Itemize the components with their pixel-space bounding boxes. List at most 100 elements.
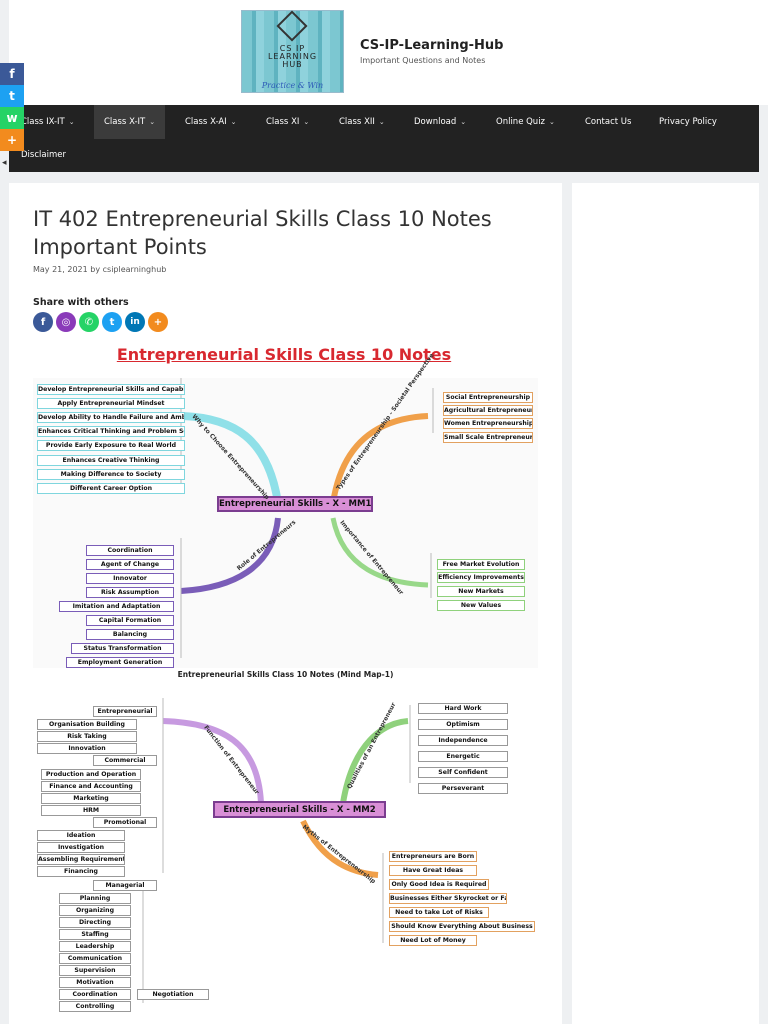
logo-text: CS IP LEARNING HUB (242, 45, 343, 69)
logo-line-2: LEARNING (267, 52, 318, 61)
why-item-4: Enhances Critical Thinking and Problem S… (37, 426, 185, 437)
facebook-icon: f (9, 67, 15, 81)
nav-item-privacy-policy[interactable]: Privacy Policy (649, 105, 727, 139)
promotional-item-4: Financing (37, 866, 125, 877)
qualities-item-1: Hard Work (418, 703, 508, 714)
why-item-3: Develop Ability to Handle Failure and Am… (37, 412, 185, 423)
twitter-icon: t (109, 316, 115, 328)
importance-item-3: New Markets (437, 586, 525, 597)
share-buttons: f ◎ ✆ t in + (33, 312, 168, 332)
plus-icon: + (153, 316, 163, 328)
managerial-item-4: Staffing (59, 929, 131, 940)
managerial-item-11: Negotiation (137, 989, 209, 1000)
promotional-item-3: Assembling Requirement (37, 854, 125, 865)
mind-map-1-connectors (180, 378, 434, 658)
nav-item-contact-us[interactable]: Contact Us (575, 105, 641, 139)
role-item-6: Capital Formation (86, 615, 174, 626)
chevron-down-icon: ⌄ (230, 118, 237, 126)
why-item-7: Making Difference to Society (37, 469, 185, 480)
qualities-item-2: Optimism (418, 719, 508, 730)
group-commercial: Commercial (93, 755, 157, 766)
instagram-share-circle[interactable]: ◎ (56, 312, 76, 332)
nav-item-class-xii[interactable]: Class XII⌄ (329, 105, 395, 139)
nav-item-class-xi[interactable]: Class XI⌄ (256, 105, 319, 139)
commercial-item-3: Marketing (41, 793, 141, 804)
nav-item-disclaimer[interactable]: Disclaimer (11, 138, 76, 172)
managerial-item-1: Planning (59, 893, 131, 904)
post-date[interactable]: May 21, 2021 (33, 265, 88, 274)
nav-label: Class X-IT (104, 117, 146, 127)
qualities-item-5: Self Confident (418, 767, 508, 778)
floating-social-bar: f t w + (0, 63, 24, 151)
linkedin-share-circle[interactable]: in (125, 312, 145, 332)
nav-label: Disclaimer (21, 150, 66, 160)
facebook-icon: f (40, 316, 46, 328)
nav-label: Class IX-IT (21, 117, 65, 127)
post-title: IT 402 Entrepreneurial Skills Class 10 N… (33, 207, 492, 259)
notes-heading[interactable]: Entrepreneurial Skills Class 10 Notes (116, 345, 452, 364)
entrepreneurial-item-2: Risk Taking (37, 731, 137, 742)
twitter-share-circle[interactable]: t (102, 312, 122, 332)
qualities-item-6: Perseverant (418, 783, 508, 794)
importance-item-1: Free Market Evolution (437, 559, 525, 570)
nav-label: Class XII (339, 117, 375, 127)
commercial-item-1: Production and Operation (41, 769, 141, 780)
mind-map-2-center: Entrepreneurial Skills - X - MM2 (213, 801, 386, 818)
site-logo[interactable]: CS IP LEARNING HUB Practice & Win (241, 10, 344, 93)
role-item-3: Innovator (86, 573, 174, 584)
collapse-arrow-icon[interactable]: ◂ (2, 158, 7, 168)
chevron-down-icon: ⌄ (549, 118, 555, 126)
whatsapp-icon: w (6, 111, 18, 125)
commercial-item-2: Finance and Accounting (41, 781, 141, 792)
nav-item-class-ix-it[interactable]: Class IX-IT⌄ (11, 105, 85, 139)
group-promotional: Promotional (93, 817, 157, 828)
chevron-down-icon: ⌄ (68, 118, 75, 126)
types-item-2: Agricultural Entrepreneurship (443, 405, 533, 416)
nav-item-class-x-ai[interactable]: Class X-AI⌄ (175, 105, 247, 139)
logo-diamond-icon (276, 10, 308, 42)
types-item-4: Small Scale Entrepreneurship (443, 432, 533, 443)
site-title[interactable]: CS-IP-Learning-Hub (360, 38, 504, 53)
role-item-2: Agent of Change (86, 559, 174, 570)
nav-label: Class X-AI (185, 117, 227, 127)
myths-item-2: Have Great Ideas (389, 865, 477, 876)
nav-label: Privacy Policy (659, 117, 717, 127)
myths-item-5: Need to take Lot of Risks (389, 907, 489, 918)
myths-item-7: Need Lot of Money (389, 935, 477, 946)
chevron-down-icon: ⌄ (460, 118, 467, 126)
whatsapp-share-circle[interactable]: ✆ (79, 312, 99, 332)
more-share-circle[interactable]: + (148, 312, 168, 332)
qualities-item-3: Independence (418, 735, 508, 746)
entrepreneurial-item-1: Organisation Building (37, 719, 137, 730)
facebook-share-circle[interactable]: f (33, 312, 53, 332)
whatsapp-share-button[interactable]: w (0, 107, 24, 129)
facebook-share-button[interactable]: f (0, 63, 24, 85)
twitter-share-button[interactable]: t (0, 85, 24, 107)
why-item-5: Provide Early Exposure to Real World (37, 440, 185, 451)
site-header: CS IP LEARNING HUB Practice & Win CS-IP-… (9, 0, 768, 105)
chevron-down-icon: ⌄ (378, 118, 385, 126)
types-item-3: Women Entrepreneurship (443, 418, 533, 429)
nav-item-download[interactable]: Download⌄ (404, 105, 476, 139)
right-sidebar (572, 183, 759, 1024)
managerial-item-9: Coordination (59, 989, 131, 1000)
why-item-2: Apply Entrepreneurial Mindset (37, 398, 185, 409)
post-by: by (90, 265, 101, 274)
nav-label: Online Quiz (496, 117, 546, 127)
nav-label: Download (414, 117, 457, 127)
role-item-1: Coordination (86, 545, 174, 556)
more-share-button[interactable]: + (0, 129, 24, 151)
logo-tagline: Practice & Win (261, 81, 324, 90)
whatsapp-icon: ✆ (84, 316, 94, 328)
why-item-6: Enhances Creative Thinking (37, 455, 185, 466)
nav-item-class-x-it[interactable]: Class X-IT⌄ (94, 105, 166, 139)
group-managerial: Managerial (93, 880, 157, 891)
post-meta: May 21, 2021 by csiplearninghub (33, 265, 166, 274)
why-item-1: Develop Entrepreneurial Skills and Capab… (37, 384, 185, 395)
post-author[interactable]: csiplearninghub (102, 265, 167, 274)
myths-item-4: Businesses Either Skyrocket or Fail (389, 893, 507, 904)
nav-label: Contact Us (585, 117, 632, 127)
managerial-item-10: Controlling (59, 1001, 131, 1012)
promotional-item-1: Ideation (37, 830, 125, 841)
nav-item-online-quiz[interactable]: Online Quiz⌄ (486, 105, 565, 139)
